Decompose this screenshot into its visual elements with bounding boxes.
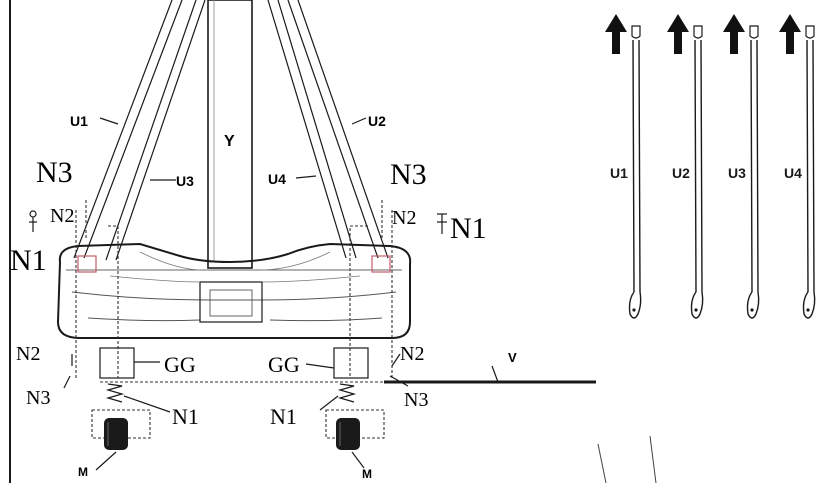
label-n2-bottom-right: N2 [400, 343, 424, 365]
center-pole [207, 0, 253, 269]
label-n1-left: N1 [10, 244, 47, 277]
label-n1-bottom-right: N1 [270, 404, 297, 429]
label-gg-right: GG [268, 352, 300, 377]
pin-icon-left [29, 210, 37, 232]
label-n2-bottom-left: N2 [16, 343, 40, 365]
label-u4: U4 [268, 171, 286, 187]
label-u2: U2 [368, 113, 386, 129]
pin-icon-right [437, 213, 447, 234]
up-arrow-icon [779, 14, 801, 54]
tube-panel: U1 U2 U3 U4 [605, 14, 816, 319]
label-n1-right: N1 [450, 212, 487, 245]
up-arrow-icon [723, 14, 745, 54]
label-u1: U1 [70, 113, 88, 129]
wheel-right [336, 418, 365, 469]
tube-label: U1 [610, 165, 628, 181]
right-support-tubes [267, 0, 389, 259]
gg-block-left [99, 347, 135, 379]
spring-left [105, 383, 125, 403]
label-m-left: M [78, 465, 88, 479]
label-n3-bottom-right: N3 [404, 389, 428, 411]
tube-label: U2 [672, 165, 690, 181]
label-y: Y [224, 133, 235, 150]
wheel-left [95, 418, 128, 471]
dashed-guides [75, 200, 393, 439]
up-arrow-icon [605, 14, 627, 54]
gg-block-right [333, 347, 369, 379]
label-n2-top-right: N2 [392, 207, 416, 229]
left-support-tubes [73, 0, 206, 261]
spring-right [337, 383, 357, 403]
base-body [56, 242, 412, 339]
label-n3-top-left: N3 [36, 156, 73, 189]
label-u3: U3 [176, 173, 194, 189]
label-m-right: M [362, 467, 372, 481]
tube-label: U3 [728, 165, 746, 181]
label-n1-bottom-left: N1 [172, 404, 199, 429]
edge-line [597, 443, 607, 483]
label-v: V [508, 350, 517, 365]
edge-line [649, 435, 657, 483]
up-arrow-icon [667, 14, 689, 54]
tube-u1: U1 [605, 14, 642, 319]
tube-label: U4 [784, 165, 802, 181]
tube-u2: U2 [667, 14, 704, 319]
label-n3-top-right: N3 [390, 158, 427, 191]
label-n3-bottom-left: N3 [26, 387, 50, 409]
leader-lines [63, 117, 409, 389]
tube-u4: U4 [779, 14, 816, 319]
tube-u3: U3 [723, 14, 760, 319]
label-gg-left: GG [164, 352, 196, 377]
label-n2-top-left: N2 [50, 205, 74, 227]
